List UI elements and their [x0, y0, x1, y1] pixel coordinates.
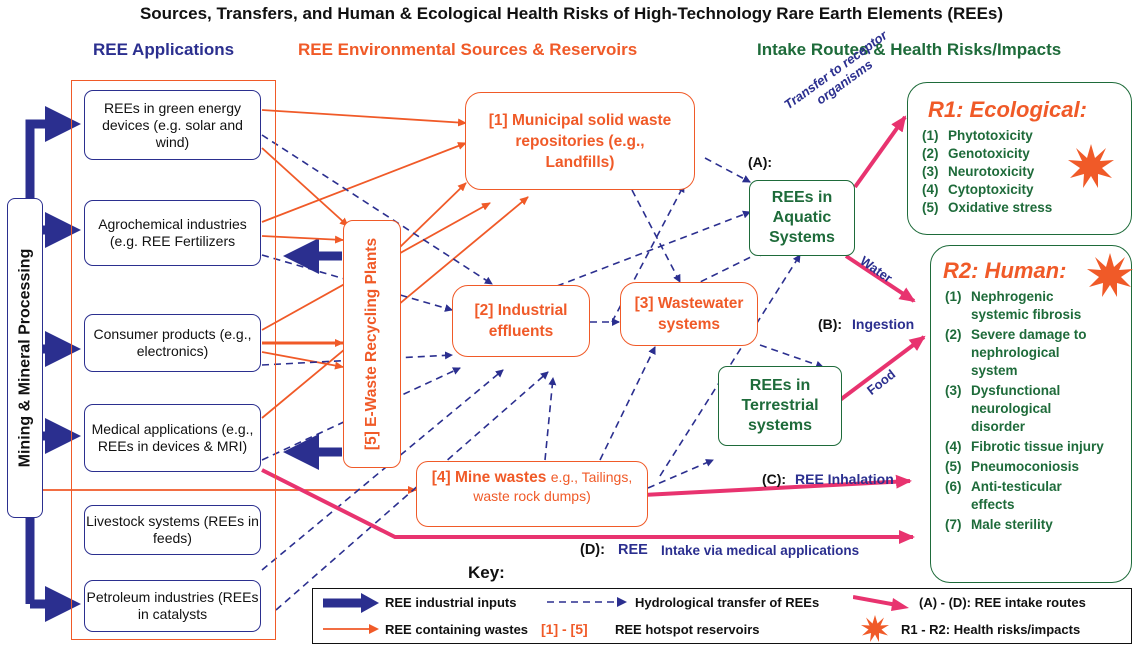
- key-waste: REE containing wastes: [385, 622, 529, 637]
- key-title: Key:: [468, 563, 505, 582]
- r2-human-box: R2: Human: (1)Nephrogenic systemic fibro…: [930, 245, 1132, 583]
- key-hydrological: Hydrological transfer of REEs: [635, 595, 820, 610]
- applications-container: [71, 80, 276, 640]
- reservoir-industrial-effluents: [2] Industrial effluents: [452, 285, 590, 357]
- r2-item: (1)Nephrogenic systemic fibrosis: [945, 289, 1082, 322]
- r2-starburst-icon: [1087, 253, 1133, 297]
- r1-list: (1)Phytotoxicity (2)Genotoxicity (3)Neur…: [922, 127, 1112, 217]
- route-d-letter: (D):: [580, 542, 605, 558]
- reservoir-wastewater: [3] Wastewater systems: [620, 282, 758, 346]
- key-hydrological-arrow-icon: [547, 597, 627, 607]
- r2-item: (4)Fibrotic tissue injury: [945, 439, 1104, 454]
- mining-processing-box: [7, 198, 43, 518]
- key-hotspot-range: [1] - [5]: [541, 621, 588, 637]
- route-b-text: Ingestion: [852, 316, 915, 332]
- route-d-text-ree: REE: [618, 542, 648, 558]
- r1-starburst-icon: [1068, 144, 1114, 188]
- mine-wastes-heading: [4] Mine wastes: [431, 469, 547, 486]
- r1-item: (4)Cytoptoxicity: [922, 182, 1034, 197]
- mining-processing-label: Mining & Mineral Processing: [15, 248, 33, 468]
- intake-route-arrows: [261, 115, 926, 544]
- r2-item: (6)Anti-testicular effects: [945, 479, 1062, 512]
- r2-item: (3)Dysfunctional neurological disorder: [945, 383, 1061, 434]
- heading-routes: Intake Routes & Health Risks/Impacts: [757, 40, 1062, 59]
- key-industrial-inputs: REE industrial inputs: [385, 595, 517, 610]
- key-starburst-icon: [861, 615, 889, 642]
- key-health: R1 - R2: Health risks/impacts: [901, 622, 1081, 637]
- app-consumer-products: Consumer products (e.g., electronics): [84, 314, 261, 372]
- heading-applications: REE Applications: [93, 40, 235, 59]
- key-box: REE industrial inputs Hydrological trans…: [312, 588, 1132, 644]
- reservoir-mine-wastes: [4] Mine wastes e.g., Tailings, waste ro…: [416, 461, 648, 527]
- ewaste-recycling-box: [343, 220, 401, 468]
- app-agrochemical: Agrochemical industries (e.g. REE Fertil…: [84, 200, 261, 266]
- key-intake-routes: (A) - (D): REE intake routes: [919, 595, 1086, 610]
- reservoir-municipal-waste: [1] Municipal solid waste repositories (…: [465, 92, 695, 190]
- app-petroleum: Petroleum industries (REEs in catalysts: [84, 580, 261, 632]
- r2-item: (2)Severe damage to nephrological system: [945, 327, 1087, 378]
- route-c-letter: (C):: [762, 471, 787, 487]
- route-d-text-intake: Intake via medical applications: [661, 543, 860, 558]
- route-c-text: REE Inhalation: [795, 471, 894, 487]
- page-title: Sources, Transfers, and Human & Ecologic…: [139, 4, 1004, 23]
- terrestrial-systems-box: REEs in Terrestrial systems: [718, 366, 842, 446]
- route-a-letter: (A):: [748, 154, 773, 170]
- ewaste-recycling-label: [5] E-Waste Recycling Plants: [363, 237, 380, 451]
- r1-item: (5)Oxidative stress: [922, 200, 1053, 215]
- r1-item: (1)Phytotoxicity: [922, 128, 1033, 143]
- r1-heading: R1: Ecological:: [928, 97, 1087, 122]
- r2-item: (5)Pneumoconiosis: [945, 459, 1080, 474]
- heading-sources: REE Environmental Sources & Reservoirs: [298, 40, 638, 59]
- mine-wastes-detail: e.g., Tailings, waste rock dumps): [473, 469, 633, 504]
- route-b-letter: (B):: [818, 316, 843, 332]
- aquatic-systems-box: REEs in Aquatic Systems: [749, 180, 855, 256]
- app-medical: Medical applications (e.g., REEs in devi…: [84, 404, 261, 472]
- key-intake-arrow-icon: [853, 595, 909, 611]
- app-livestock: Livestock systems (REEs in feeds): [84, 505, 261, 555]
- key-waste-arrow-icon: [323, 624, 379, 634]
- key-industrial-arrow-icon: [323, 593, 379, 613]
- r1-item: (3)Neurotoxicity: [922, 164, 1035, 179]
- app-green-energy: REEs in green energy devices (e.g. solar…: [84, 90, 261, 160]
- r1-item: (2)Genotoxicity: [922, 146, 1030, 161]
- key-hotspot-text: REE hotspot reservoirs: [615, 622, 760, 637]
- r2-heading: R2: Human:: [943, 258, 1067, 283]
- r2-list: (1)Nephrogenic systemic fibrosis (2)Seve…: [945, 288, 1105, 534]
- r2-item: (7)Male sterility: [945, 517, 1053, 532]
